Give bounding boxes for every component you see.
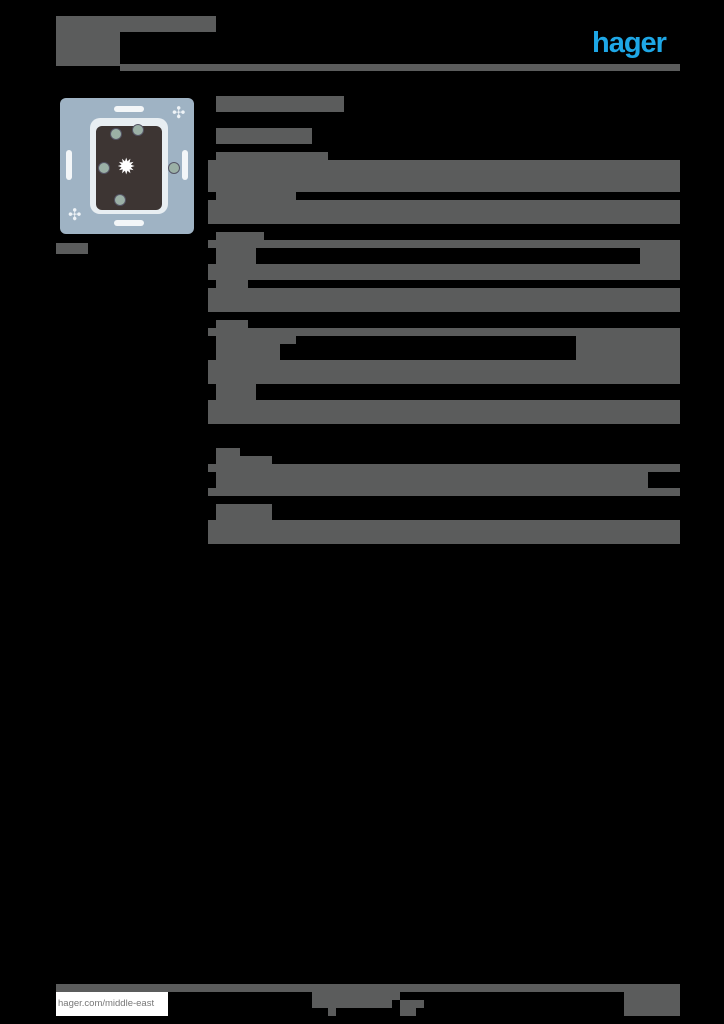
footer-text-block: [400, 1000, 424, 1008]
title-text-block: [56, 32, 120, 66]
text-block: [576, 336, 680, 360]
text-block: [208, 328, 680, 336]
terminal-screw: [168, 162, 180, 174]
screw-hole-icon: ✣: [172, 105, 186, 122]
title-text-block: [56, 24, 216, 32]
text-block: [216, 280, 248, 290]
text-block: [208, 160, 680, 192]
screw-hole-icon: ✣: [68, 207, 82, 224]
footer-divider: [56, 984, 680, 992]
text-block: [208, 200, 680, 224]
gear-icon: ✹: [117, 154, 136, 179]
text-block: [208, 488, 680, 496]
text-block: [216, 384, 256, 400]
text-block: [216, 320, 248, 330]
text-block: [208, 520, 680, 544]
mounting-slot: [114, 106, 144, 112]
mounting-slot: [114, 220, 144, 226]
footer-text-block: [312, 1000, 392, 1008]
hager-logo: hager: [592, 27, 667, 59]
header-divider: [120, 64, 680, 71]
text-block: [216, 456, 272, 464]
footer-text-block: [672, 992, 680, 1000]
footer-text-block: [624, 992, 680, 1016]
text-block: [216, 504, 272, 520]
product-image: ✣ ✣ ✹: [60, 98, 194, 234]
footer-text-block: [328, 1008, 336, 1016]
terminal-screw: [132, 124, 144, 136]
text-block: [208, 240, 680, 248]
text-block: [640, 248, 680, 264]
footer-url-link[interactable]: hager.com/middle-east: [56, 992, 168, 1016]
text-block: [216, 248, 256, 264]
terminal-screw: [98, 162, 110, 174]
text-block: [208, 464, 680, 472]
text-block: [216, 190, 296, 200]
text-block: [216, 232, 264, 242]
footer-text-block: [400, 1008, 416, 1016]
terminal-screw: [110, 128, 122, 140]
terminal-screw: [114, 194, 126, 206]
text-block: [208, 360, 680, 384]
text-block: [208, 288, 680, 312]
image-caption: [56, 243, 88, 254]
text-block: [216, 344, 280, 360]
text-block: [216, 472, 648, 488]
text-block: [216, 336, 296, 344]
text-block: [216, 96, 344, 112]
mounting-slot: [182, 150, 188, 180]
text-block: [216, 152, 328, 162]
mounting-slot: [66, 150, 72, 180]
text-block: [216, 128, 312, 144]
text-block: [208, 264, 680, 280]
text-block: [216, 448, 240, 456]
footer-text-block: [312, 992, 400, 1000]
text-block: [208, 400, 680, 424]
